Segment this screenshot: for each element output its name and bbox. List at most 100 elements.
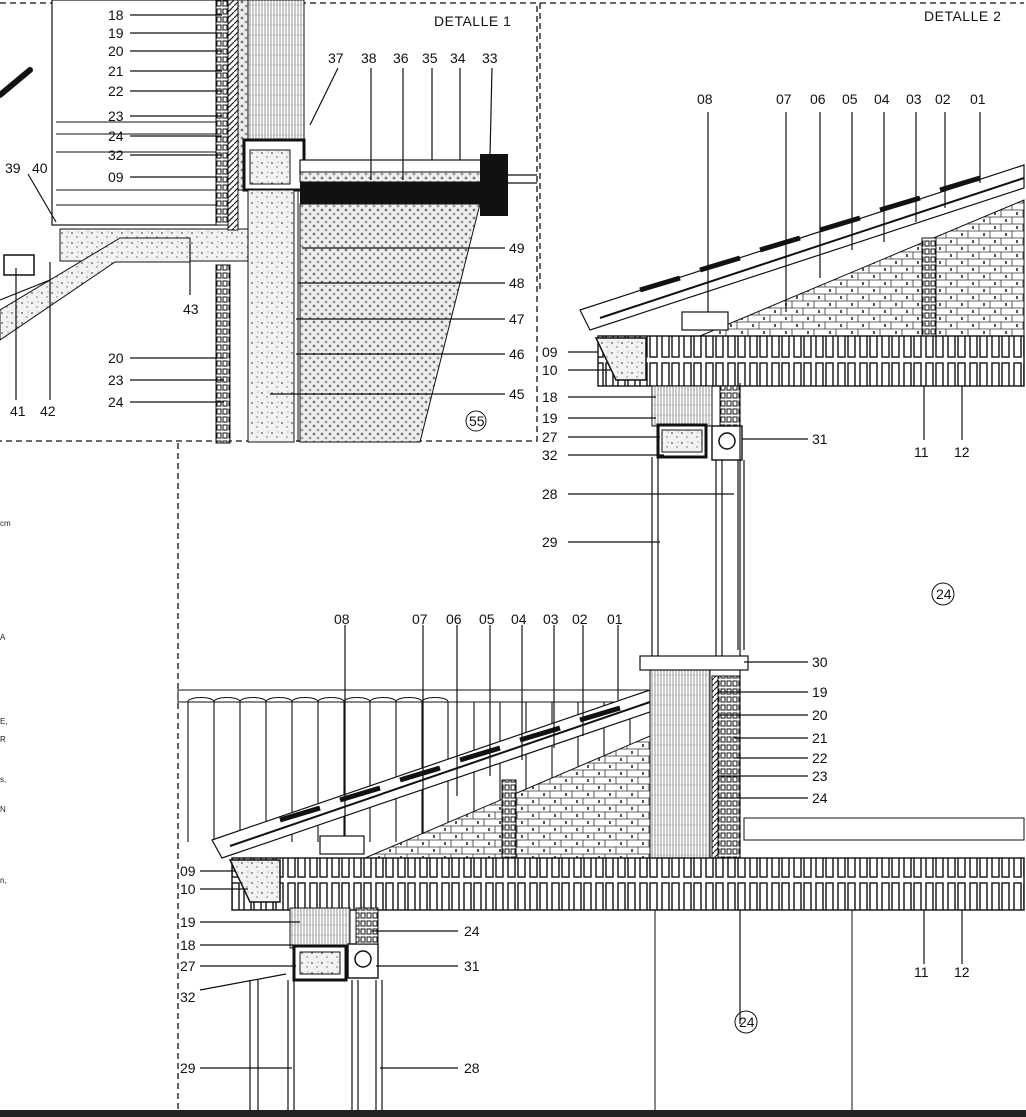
label-34: 34 bbox=[450, 50, 466, 66]
label-02-lower: 02 bbox=[572, 611, 588, 627]
margin-fragment: s, bbox=[0, 775, 6, 784]
margin-fragment: E, bbox=[0, 717, 8, 726]
upper-step-block bbox=[51, 0, 221, 226]
detail-1-top-labels: 37 38 36 35 34 33 bbox=[328, 50, 498, 66]
label-04: 04 bbox=[874, 91, 890, 107]
label-19: 19 bbox=[108, 25, 124, 41]
label-08-lower: 08 bbox=[334, 611, 350, 627]
label-23-wall: 23 bbox=[812, 768, 828, 784]
bottom-edge-bar bbox=[0, 1110, 1026, 1117]
label-41: 41 bbox=[10, 403, 26, 419]
label-12: 12 bbox=[954, 444, 970, 460]
label-03: 03 bbox=[906, 91, 922, 107]
label-33: 33 bbox=[482, 50, 498, 66]
label-24: 24 bbox=[108, 128, 124, 144]
margin-fragment: A bbox=[0, 633, 6, 642]
detail-1-right-labels: 49 48 47 46 45 bbox=[509, 240, 525, 402]
label-31-lower: 31 bbox=[464, 958, 480, 974]
label-10: 10 bbox=[542, 362, 558, 378]
detail-1-title: DETALLE 1 bbox=[434, 13, 511, 29]
label-20-wall: 20 bbox=[812, 707, 828, 723]
fill-49 bbox=[299, 203, 481, 443]
detail-3-lower-left-labels: 09 10 19 18 27 32 29 bbox=[180, 863, 196, 1076]
detail-2-circle-24: 24 bbox=[931, 582, 955, 606]
slab-beams bbox=[597, 335, 1025, 387]
label-32-lower: 32 bbox=[180, 989, 196, 1005]
label-39: 39 bbox=[5, 160, 21, 176]
label-06: 06 bbox=[810, 91, 826, 107]
detail-2-right-labels: 31 11 12 bbox=[812, 431, 970, 460]
label-03-lower: 03 bbox=[543, 611, 559, 627]
detail-2-roof-labels: 08 07 06 05 04 03 02 01 bbox=[697, 91, 986, 107]
label-43: 43 bbox=[183, 301, 199, 317]
label-19-lower: 19 bbox=[180, 914, 196, 930]
detail-2-eave-labels: 09 10 18 19 27 32 28 29 bbox=[542, 344, 558, 550]
label-11: 11 bbox=[914, 444, 929, 460]
margin-fragment: n, bbox=[0, 876, 7, 885]
label-05: 05 bbox=[842, 91, 858, 107]
label-09: 09 bbox=[108, 169, 124, 185]
label-18: 18 bbox=[542, 389, 558, 405]
label-12-lower: 12 bbox=[954, 964, 970, 980]
label-28: 28 bbox=[542, 486, 558, 502]
margin-fragment: N bbox=[0, 805, 6, 814]
detail-2-title: DETALLE 2 bbox=[924, 8, 1001, 24]
label-24-wall: 24 bbox=[812, 790, 828, 806]
circle-label-24: 24 bbox=[936, 586, 952, 602]
label-22: 22 bbox=[108, 83, 124, 99]
slab-38 bbox=[300, 182, 500, 204]
detail-2: DETALLE 2 08 07 06 05 04 03 0 bbox=[539, 2, 1025, 1024]
label-40: 40 bbox=[32, 160, 48, 176]
label-42: 42 bbox=[40, 403, 56, 419]
label-24-lower: 24 bbox=[464, 923, 480, 939]
label-20: 20 bbox=[108, 43, 124, 59]
label-36: 36 bbox=[393, 50, 409, 66]
label-02: 02 bbox=[935, 91, 951, 107]
floor-slab-lower bbox=[231, 857, 1025, 911]
label-24b: 24 bbox=[108, 394, 124, 410]
detail-3-circle-24: 24 bbox=[734, 1010, 758, 1034]
detail-3-wall-labels: 30 19 20 21 22 23 24 bbox=[812, 654, 828, 806]
detail-1: DETALLE 1 bbox=[0, 0, 538, 444]
label-31: 31 bbox=[812, 431, 828, 447]
detail-1-left-labels: 18 19 20 21 22 23 24 32 09 bbox=[108, 7, 124, 185]
label-32: 32 bbox=[108, 147, 124, 163]
label-18-lower: 18 bbox=[180, 937, 196, 953]
label-37: 37 bbox=[328, 50, 344, 66]
label-21-wall: 21 bbox=[812, 730, 828, 746]
label-08: 08 bbox=[697, 91, 713, 107]
margin-text-fragments: cm A E, R s, N n, bbox=[0, 519, 11, 885]
label-20b: 20 bbox=[108, 350, 124, 366]
label-11-lower: 11 bbox=[914, 964, 929, 980]
label-27-lower: 27 bbox=[180, 958, 196, 974]
label-01-lower: 01 bbox=[607, 611, 623, 627]
label-28-lower: 28 bbox=[464, 1060, 480, 1076]
label-19-wall: 19 bbox=[812, 684, 828, 700]
label-38: 38 bbox=[361, 50, 377, 66]
detail-3: 08 07 06 05 04 03 02 01 30 19 20 21 22 2… bbox=[177, 443, 1025, 1110]
detail-1-circle-55: 55 bbox=[465, 410, 487, 432]
label-10-lower: 10 bbox=[180, 881, 196, 897]
margin-fragment: cm bbox=[0, 519, 11, 528]
label-32: 32 bbox=[542, 447, 558, 463]
label-46: 46 bbox=[509, 346, 525, 362]
label-27: 27 bbox=[542, 429, 558, 445]
concrete-column bbox=[247, 189, 295, 443]
label-30: 30 bbox=[812, 654, 828, 670]
circle-label-55: 55 bbox=[469, 413, 485, 429]
label-07-lower: 07 bbox=[412, 611, 428, 627]
label-19: 19 bbox=[542, 410, 558, 426]
label-35: 35 bbox=[422, 50, 438, 66]
label-23b: 23 bbox=[108, 372, 124, 388]
label-45: 45 bbox=[509, 386, 525, 402]
label-05-lower: 05 bbox=[479, 611, 495, 627]
label-22-wall: 22 bbox=[812, 750, 828, 766]
label-49: 49 bbox=[509, 240, 525, 256]
detail-3-roof-labels: 08 07 06 05 04 03 02 01 bbox=[334, 611, 623, 627]
label-18: 18 bbox=[108, 7, 124, 23]
detail-1-misc-labels: 39 40 43 41 42 20 23 24 bbox=[5, 160, 199, 419]
label-01: 01 bbox=[970, 91, 986, 107]
label-09-lower: 09 bbox=[180, 863, 196, 879]
label-21: 21 bbox=[108, 63, 124, 79]
